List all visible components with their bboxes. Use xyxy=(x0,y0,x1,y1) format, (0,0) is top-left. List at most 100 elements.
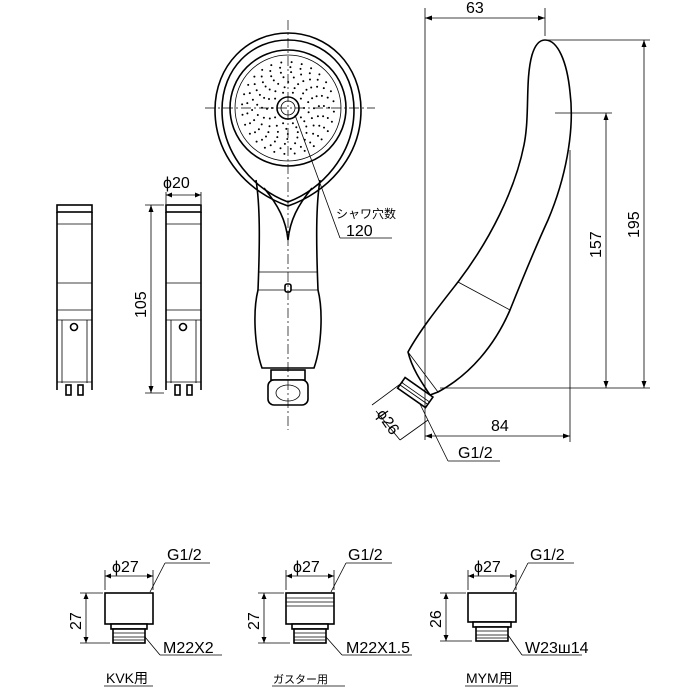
nozzle-hole xyxy=(320,138,323,141)
nozzle-hole xyxy=(291,122,294,125)
mym-diameter-label: ϕ27 xyxy=(474,559,501,576)
nozzle-hole xyxy=(265,135,267,138)
nozzle-hole xyxy=(258,93,261,96)
holder-diameter-label: ϕ20 xyxy=(163,175,190,192)
nozzle-hole xyxy=(253,83,256,86)
kvk-diameter-label: ϕ27 xyxy=(112,559,139,576)
kvk-height-label: 27 xyxy=(68,612,85,630)
nozzle-hole xyxy=(251,98,254,101)
gastar-caption: ガスター用 xyxy=(273,673,328,686)
nozzle-hole xyxy=(316,115,319,118)
nozzle-hole xyxy=(274,116,277,119)
nozzle-hole xyxy=(307,101,310,104)
adapter-gastar: ϕ27 G1/2 27 M22X1.5 ガスター用 xyxy=(246,547,412,687)
nozzle-hole xyxy=(261,68,264,71)
nozzle-hole xyxy=(282,91,285,94)
nozzle-hole xyxy=(283,142,286,145)
nozzle-hole xyxy=(318,73,321,76)
nozzle-hole xyxy=(251,109,254,111)
nozzle-hole xyxy=(302,92,305,95)
gastar-spec-label: M22X1.5 xyxy=(346,640,410,657)
nozzle-hole xyxy=(300,63,303,66)
nozzle-hole xyxy=(289,66,292,69)
nozzle-hole xyxy=(315,95,318,98)
nozzle-hole xyxy=(293,87,296,90)
nozzle-hole xyxy=(241,103,244,106)
nozzle-hole xyxy=(318,124,321,127)
gastar-height-label: 27 xyxy=(246,612,263,630)
depth-84-label: 84 xyxy=(491,418,509,435)
kvk-spec-label: M22X2 xyxy=(163,640,214,657)
nozzle-hole xyxy=(253,75,256,78)
connector-diameter-label: ϕ26 xyxy=(373,407,402,439)
nozzle-hole xyxy=(256,114,259,116)
nozzle-hole xyxy=(299,97,302,100)
mym-spec-label: W23ш14 xyxy=(525,640,589,657)
nozzle-hole xyxy=(316,78,319,81)
nozzle-hole xyxy=(261,81,264,84)
nozzle-hole xyxy=(295,126,298,129)
nozzle-hole xyxy=(280,61,283,64)
nozzle-hole xyxy=(248,92,251,95)
nozzle-hole xyxy=(286,138,289,140)
nozzle-hole xyxy=(255,140,258,143)
nozzle-hole xyxy=(332,110,335,113)
nozzle-hole xyxy=(310,67,313,70)
nozzle-hole xyxy=(246,112,249,115)
nozzle-hole xyxy=(322,87,325,90)
nozzle-hole xyxy=(308,72,311,75)
nozzle-hole xyxy=(309,141,312,144)
gastar-thread-label: G1/2 xyxy=(348,547,383,564)
nozzle-hole xyxy=(317,105,320,108)
nozzle-hole xyxy=(316,85,319,88)
gastar-diameter-label: ϕ27 xyxy=(293,559,320,576)
nozzle-hole xyxy=(282,76,285,79)
nozzle-hole xyxy=(310,86,313,89)
nozzle-hole xyxy=(292,76,295,79)
nozzle-hole xyxy=(282,122,285,125)
nozzle-hole xyxy=(263,96,266,99)
nozzle-hole xyxy=(274,90,277,93)
nozzle-hole xyxy=(275,124,278,127)
nozzle-hole xyxy=(263,146,266,149)
adapter-mym: ϕ27 G1/2 26 W23ш14 MYM用 xyxy=(428,547,589,687)
hole-count-caption: シャワ穴数 xyxy=(336,206,396,221)
nozzle-hole xyxy=(291,91,294,94)
nozzle-hole xyxy=(255,89,258,92)
nozzle-hole xyxy=(311,97,314,100)
nozzle-hole xyxy=(264,85,267,88)
nozzle-hole xyxy=(256,103,259,106)
nozzle-hole xyxy=(305,88,308,91)
nozzle-hole xyxy=(244,123,247,126)
nozzle-hole xyxy=(328,106,330,109)
nozzle-hole xyxy=(289,147,292,150)
nozzle-hole xyxy=(273,140,276,143)
nozzle-hole xyxy=(290,71,293,74)
nozzle-hole xyxy=(294,142,297,145)
height-157-label: 157 xyxy=(588,231,605,258)
nozzle-hole xyxy=(279,147,282,150)
width-63-label: 63 xyxy=(466,0,484,17)
nozzle-hole xyxy=(257,128,260,131)
nozzle-hole xyxy=(241,113,244,116)
nozzle-hole xyxy=(277,82,280,85)
nozzle-hole xyxy=(312,124,315,127)
nozzle-hole xyxy=(269,144,272,147)
nozzle-hole xyxy=(300,73,303,76)
shower-head-front: シャワ穴数 120 xyxy=(205,20,396,430)
nozzle-hole xyxy=(260,123,263,126)
nozzle-hole xyxy=(312,145,315,148)
kvk-caption: KVK用 xyxy=(106,670,148,686)
nozzle-hole xyxy=(299,145,302,148)
nozzle-hole xyxy=(247,83,250,86)
nozzle-hole xyxy=(323,126,325,129)
nozzle-hole xyxy=(326,117,329,119)
nozzle-hole xyxy=(296,136,299,139)
nozzle-hole xyxy=(248,132,251,135)
nozzle-hole xyxy=(303,120,306,123)
nozzle-hole xyxy=(329,90,332,93)
shower-head-side: 63 157 195 84 ϕ26 G1/2 xyxy=(371,0,650,462)
nozzle-hole xyxy=(305,125,308,128)
nozzle-hole xyxy=(283,86,286,89)
